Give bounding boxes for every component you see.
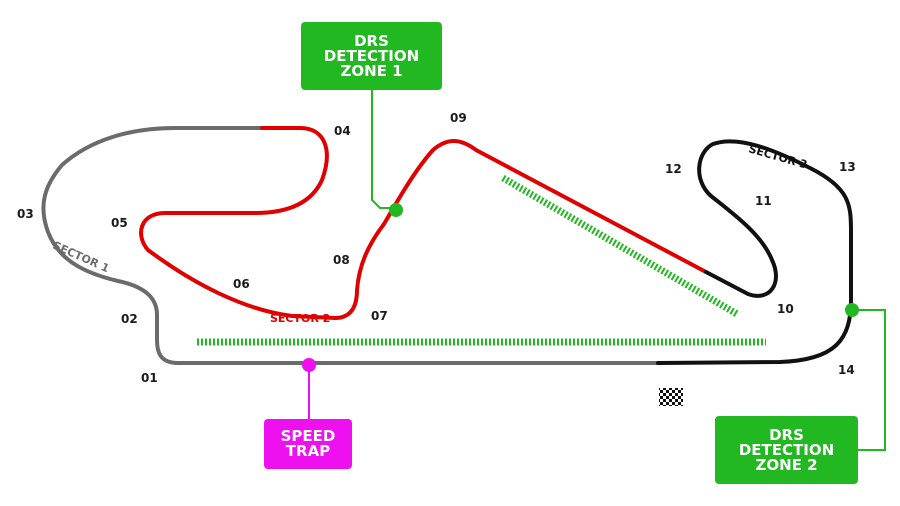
turn-label: 05 (111, 216, 128, 230)
box-line: DETECTION (738, 440, 835, 459)
turn-label: 08 (333, 253, 350, 267)
sector-3-label: SECTOR 3 (747, 142, 809, 171)
box-line: DRS (354, 31, 389, 50)
checkered-flag-icon (659, 388, 683, 406)
drs-detection-zone-1-box: DRS DETECTION ZONE 1 (301, 22, 442, 90)
box-line: TRAP (285, 442, 331, 460)
sector-2-label: SECTOR 2 (270, 312, 330, 325)
box-line: DRS (769, 425, 804, 444)
box-line: ZONE 1 (340, 61, 403, 80)
drs1-detection-point (389, 203, 403, 217)
turn-label: 14 (838, 363, 855, 377)
track-sector-2 (139, 126, 708, 320)
drs2-connector (852, 309, 886, 451)
track-sector-3 (656, 139, 853, 365)
turn-label: 03 (17, 207, 34, 221)
turn-label: 07 (371, 309, 388, 323)
turn-label: 06 (233, 277, 250, 291)
turn-label: 04 (334, 124, 351, 138)
drs-detection-zone-2-box: DRS DETECTION ZONE 2 (715, 416, 858, 484)
track-sector-1 (41, 126, 660, 365)
turn-label: 12 (665, 162, 682, 176)
speed-trap-box: SPEED TRAP (264, 419, 352, 469)
drs-zone-back-straight (501, 174, 739, 318)
speed-trap-point (302, 358, 316, 372)
box-line: ZONE 2 (755, 455, 818, 474)
turn-label: 10 (777, 302, 794, 316)
box-line: SPEED (280, 427, 336, 445)
turn-label: 02 (121, 312, 138, 326)
box-line: DETECTION (323, 46, 420, 65)
drs2-detection-point (845, 303, 859, 317)
turn-label: 13 (839, 160, 856, 174)
turn-label: 01 (141, 371, 158, 385)
drs1-connector (371, 90, 396, 209)
turn-label: 09 (450, 111, 467, 125)
turn-label: 11 (755, 194, 772, 208)
